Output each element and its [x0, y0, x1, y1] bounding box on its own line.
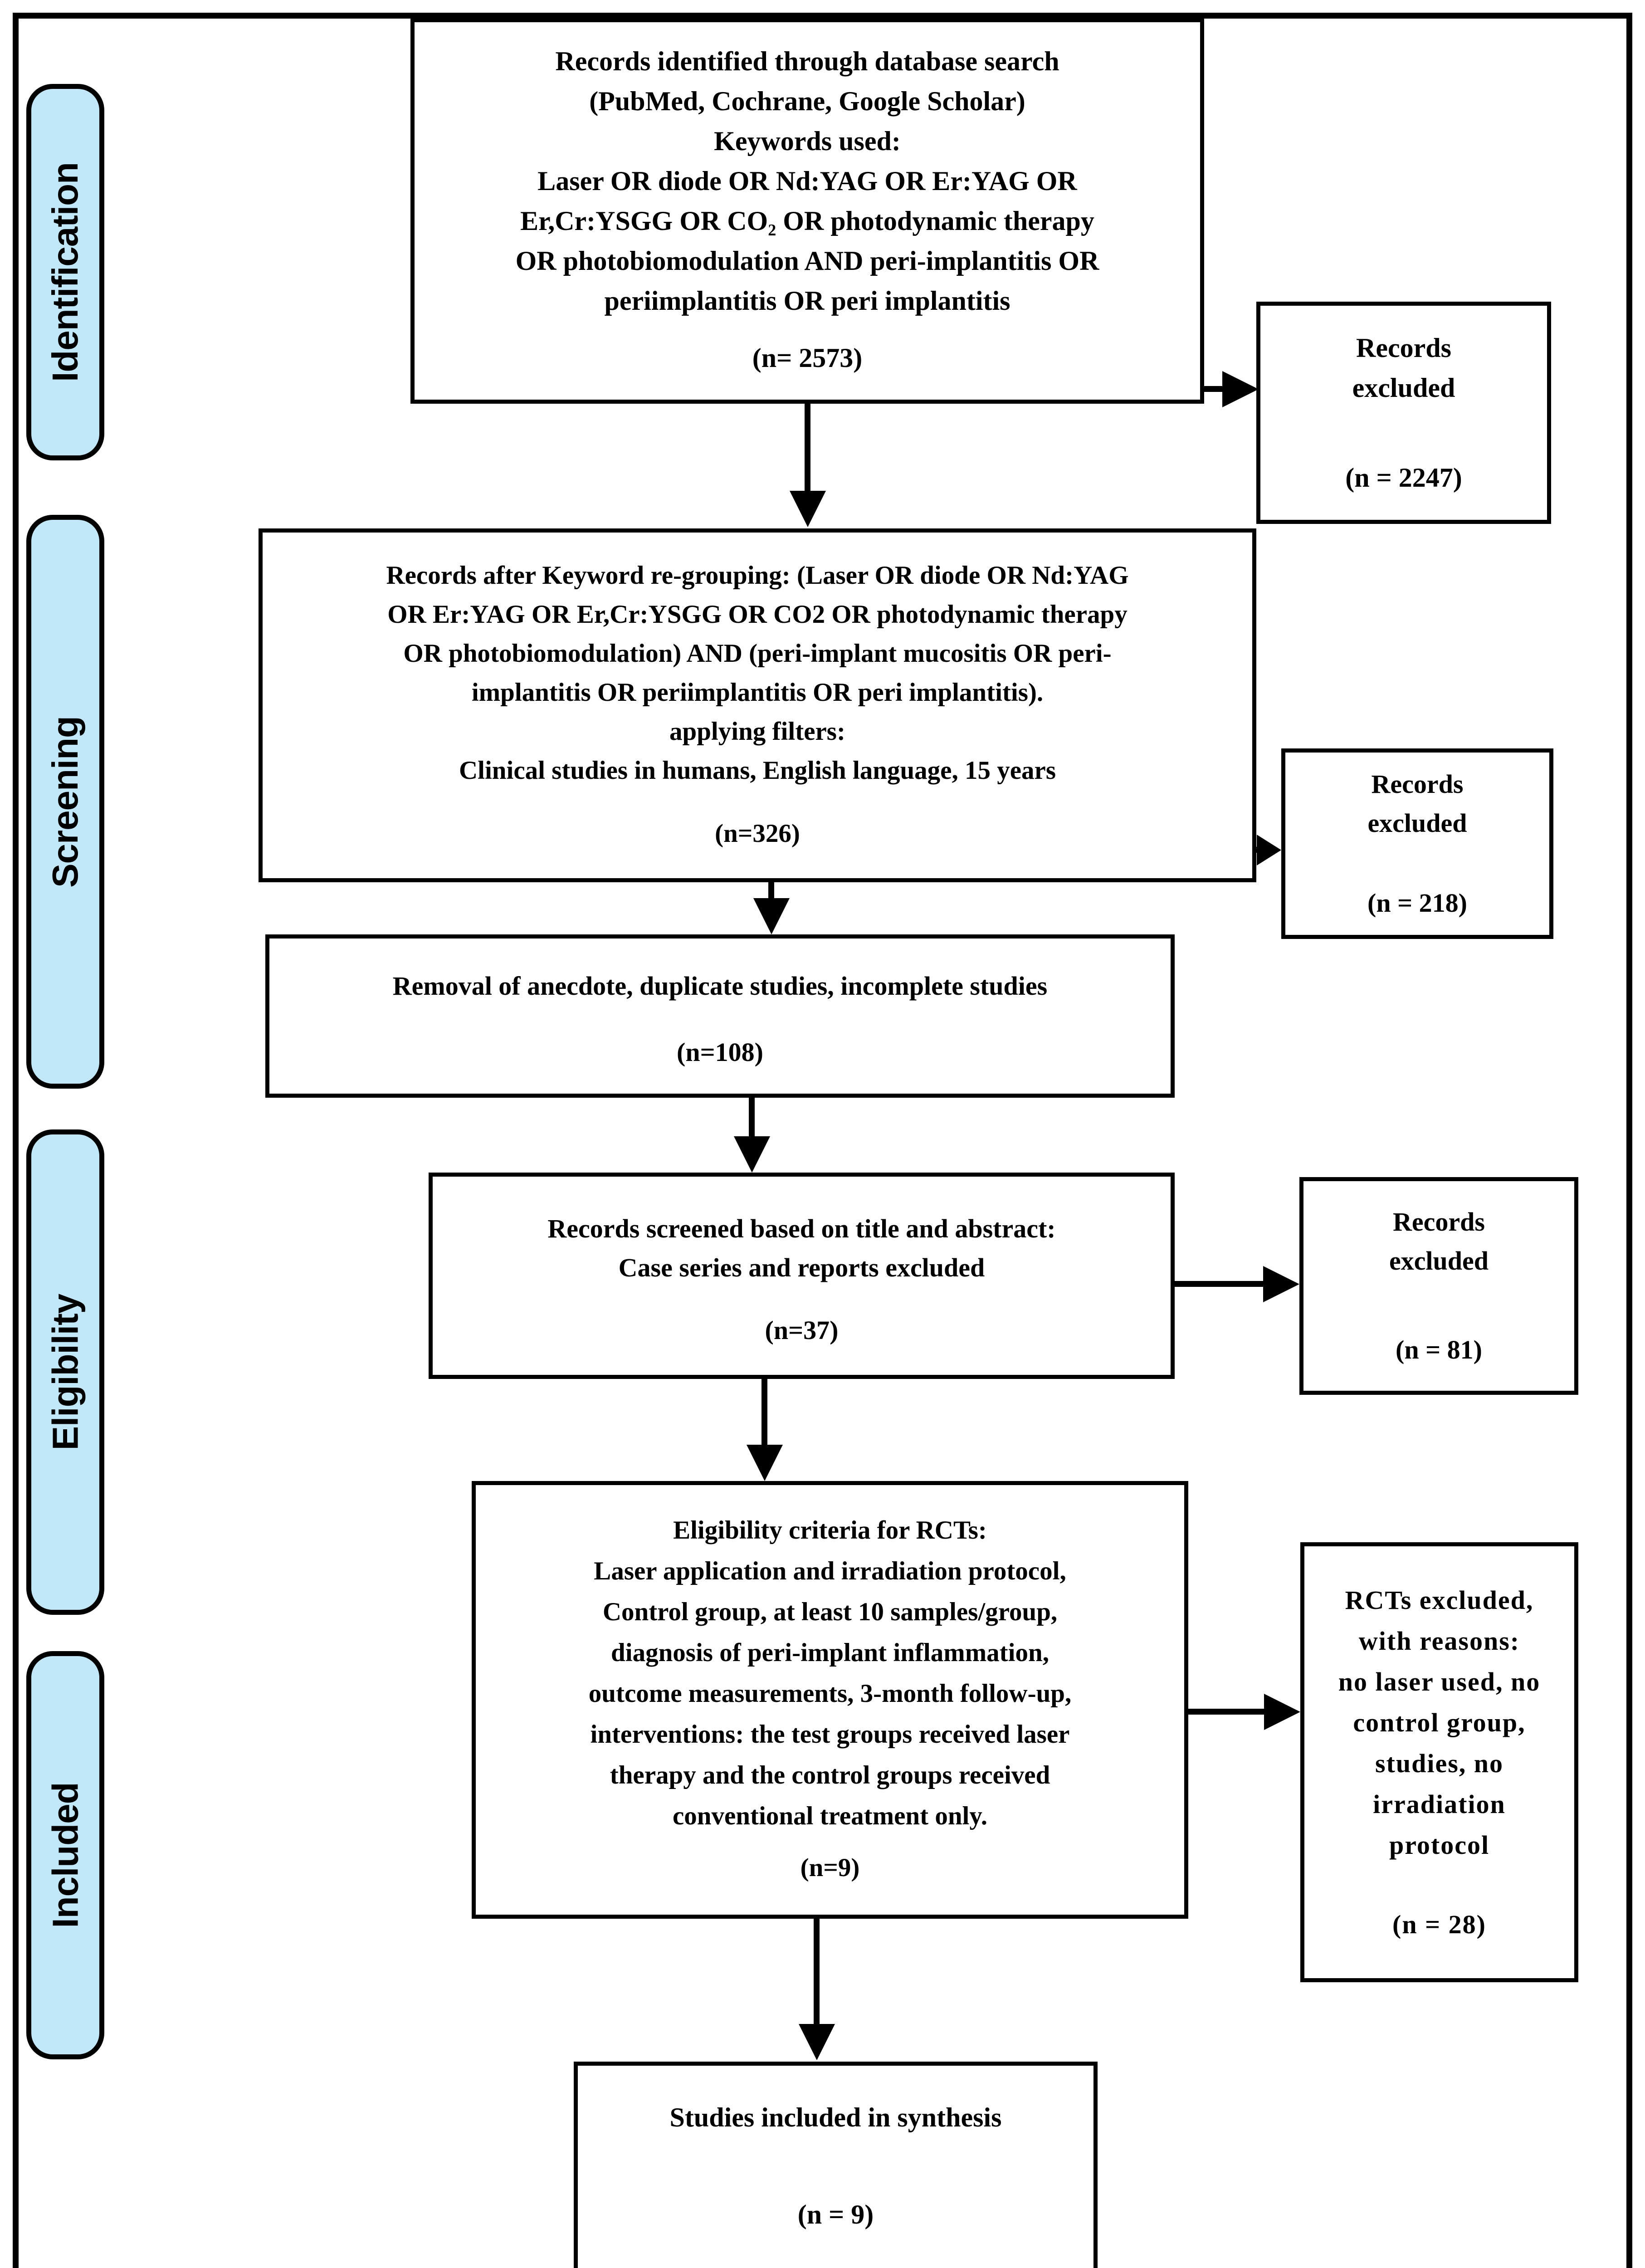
- box-line: Records: [1393, 1207, 1485, 1237]
- box-studies-included: Studies included in synthesis (n = 9): [574, 2062, 1098, 2268]
- stage-label-included-text: Included: [45, 1782, 85, 1928]
- box-line: excluded: [1367, 808, 1467, 838]
- box-records-excluded-2: Records excluded (n = 218): [1281, 748, 1553, 939]
- box-line: Clinical studies in humans, English lang…: [459, 756, 1056, 785]
- box-count: (n = 2247): [1345, 463, 1462, 493]
- stage-label-screening: Screening: [26, 515, 104, 1089]
- box-records-excluded-1: Records excluded (n = 2247): [1256, 302, 1551, 524]
- box-line: Control group, at least 10 samples/group…: [602, 1598, 1058, 1626]
- arrowhead-right-icon: [1222, 371, 1259, 407]
- box-line: Studies included in synthesis: [669, 2102, 1002, 2132]
- box-line: applying filters:: [669, 717, 845, 746]
- arrow-right-screened-to-excluded3: [1175, 1266, 1299, 1302]
- box-line: Eligibility criteria for RCTs:: [673, 1516, 987, 1545]
- box-line: interventions: the test groups received …: [590, 1720, 1070, 1749]
- box-count: (n= 2573): [752, 343, 863, 373]
- box-line: OR photobiomodulation AND peri-implantit…: [515, 246, 1099, 276]
- box-line: OR Er:YAG OR Er,Cr:YSGG OR CO2 OR photod…: [387, 600, 1128, 629]
- stage-label-identification: Identification: [26, 84, 104, 460]
- arrowhead-right-icon: [1264, 1693, 1300, 1730]
- stage-label-eligibility-text: Eligibility: [45, 1294, 85, 1451]
- box-line: OR photobiomodulation) AND (peri-implant…: [403, 639, 1112, 668]
- arrow-down-screened-to-eligibility: [746, 1379, 783, 1481]
- box-records-identified: Records identified through database sear…: [410, 18, 1204, 404]
- box-count: (n=108): [677, 1037, 763, 1067]
- box-line: studies, no: [1375, 1748, 1504, 1778]
- arrow-down-identified-to-regrouped: [789, 404, 826, 527]
- box-line: control group,: [1353, 1707, 1526, 1737]
- arrowhead-right-icon: [1263, 1266, 1299, 1302]
- stage-label-screening-text: Screening: [45, 716, 86, 888]
- arrow-right-regrouped-to-excluded2: [1256, 834, 1281, 865]
- arrow-right-eligibility-to-rcts-excluded: [1188, 1693, 1300, 1730]
- box-records-regrouped: Records after Keyword re-grouping: (Lase…: [259, 528, 1256, 882]
- stage-label-identification-text: Identification: [45, 162, 85, 382]
- box-count: (n=326): [715, 819, 800, 848]
- arrow-down-regrouped-to-removal: [753, 882, 790, 934]
- box-line: implantitis OR periimplantitis OR peri i…: [471, 678, 1044, 707]
- box-line: periimplantitis OR peri implantitis: [604, 286, 1010, 316]
- box-line: excluded: [1389, 1246, 1489, 1276]
- box-eligibility-criteria: Eligibility criteria for RCTs: Laser app…: [472, 1481, 1188, 1919]
- box-line: Records identified through database sear…: [555, 46, 1059, 76]
- box-count: (n = 28): [1392, 1909, 1486, 1939]
- box-line: Keywords used:: [714, 126, 901, 156]
- box-line: Case series and reports excluded: [618, 1253, 985, 1282]
- box-count: (n = 218): [1367, 888, 1467, 918]
- arrowhead-down-icon: [798, 2024, 835, 2060]
- arrowhead-down-icon: [753, 898, 790, 934]
- box-line: with reasons:: [1358, 1626, 1520, 1656]
- stage-label-included: Included: [26, 1651, 104, 2059]
- box-line: Removal of anecdote, duplicate studies, …: [392, 971, 1048, 1001]
- box-line: conventional treatment only.: [673, 1802, 987, 1830]
- box-line: RCTs excluded,: [1345, 1585, 1534, 1615]
- box-line: no laser used, no: [1338, 1667, 1541, 1696]
- box-line: Laser OR diode OR Nd:YAG OR Er:YAG OR: [537, 166, 1077, 196]
- box-line: Er,Cr:YSGG OR CO₂ OR photodynamic therap…: [520, 206, 1094, 236]
- box-records-excluded-3: Records excluded (n = 81): [1299, 1177, 1578, 1395]
- box-line: (PubMed, Cochrane, Google Scholar): [589, 86, 1025, 116]
- box-count: (n = 9): [797, 2200, 874, 2229]
- box-line: Laser application and irradiation protoc…: [594, 1557, 1066, 1585]
- stage-label-eligibility: Eligibility: [26, 1129, 104, 1615]
- box-line: excluded: [1352, 373, 1455, 403]
- box-line: protocol: [1389, 1830, 1490, 1860]
- arrow-down-eligibility-to-included: [798, 1919, 835, 2060]
- arrow-down-removal-to-screened: [733, 1098, 770, 1173]
- arrowhead-down-icon: [789, 491, 826, 527]
- box-line: Records: [1371, 769, 1464, 799]
- box-line: therapy and the control groups received: [610, 1761, 1050, 1789]
- box-records-screened: Records screened based on title and abst…: [429, 1173, 1175, 1379]
- box-line: Records screened based on title and abst…: [547, 1214, 1056, 1243]
- arrow-right-identified-to-excluded1: [1204, 371, 1259, 407]
- box-removal-duplicates: Removal of anecdote, duplicate studies, …: [265, 934, 1175, 1098]
- box-count: (n=37): [765, 1315, 839, 1345]
- page-border: [13, 13, 1632, 2268]
- box-line: Records: [1356, 333, 1451, 363]
- box-rcts-excluded: RCTs excluded, with reasons: no laser us…: [1300, 1542, 1578, 1982]
- box-line: diagnosis of peri-implant inflammation,: [611, 1638, 1049, 1667]
- box-count: (n=9): [800, 1853, 860, 1882]
- box-line: Records after Keyword re-grouping: (Lase…: [386, 561, 1129, 590]
- box-count: (n = 81): [1396, 1335, 1482, 1364]
- arrowhead-down-icon: [733, 1136, 770, 1173]
- box-line: irradiation: [1373, 1789, 1506, 1819]
- arrowhead-down-icon: [746, 1445, 783, 1481]
- box-line: outcome measurements, 3-month follow-up,: [588, 1679, 1072, 1708]
- arrowhead-right-icon: [1257, 834, 1281, 865]
